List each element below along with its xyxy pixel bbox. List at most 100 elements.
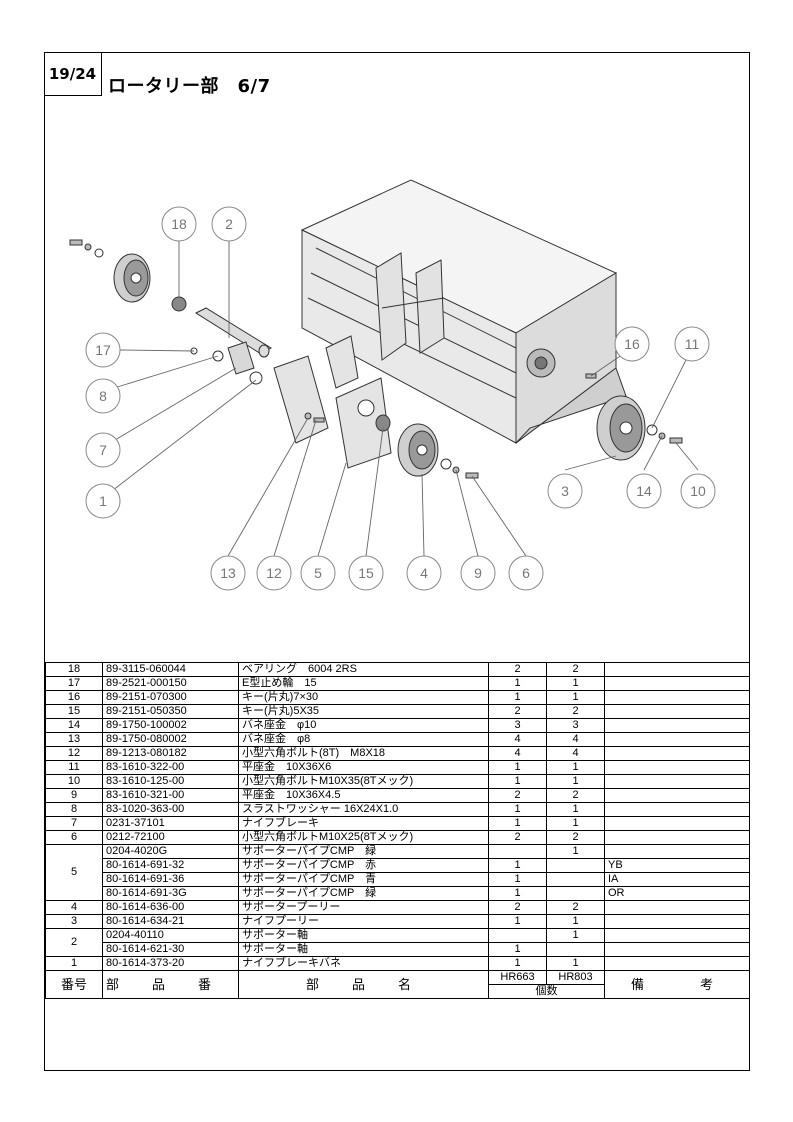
- table-header-row: 個数: [46, 984, 750, 999]
- part-number: 83-1020-363-00: [102, 802, 239, 817]
- callout-17: 17: [85, 332, 121, 368]
- header-remarks: 備 考: [604, 970, 750, 999]
- svg-text:7: 7: [99, 442, 107, 458]
- remarks: [604, 732, 750, 747]
- qty-hr663: 4: [488, 746, 547, 761]
- qty-hr663: 1: [488, 816, 547, 831]
- qty-hr803: [546, 872, 605, 887]
- mounting-bracket: [375, 252, 445, 361]
- support-pulley: [375, 414, 439, 477]
- qty-hr803: 3: [546, 718, 605, 733]
- callout-18: 18: [161, 206, 197, 242]
- callout-6: 6: [508, 555, 544, 591]
- remarks: [604, 676, 750, 691]
- remarks: [604, 760, 750, 775]
- part-name: 小型六角ボルト(8T) M8X18: [238, 746, 489, 761]
- qty-hr803: 1: [546, 844, 605, 859]
- part-number: 89-2151-050350: [102, 704, 239, 719]
- part-number: 80-1614-621-30: [102, 942, 239, 957]
- part-number: 80-1614-691-36: [102, 872, 239, 887]
- callout-3: 3: [547, 473, 583, 509]
- svg-text:17: 17: [95, 342, 111, 358]
- remarks: [604, 774, 750, 789]
- callout-1: 1: [85, 483, 121, 519]
- page-frame: [44, 52, 750, 1071]
- qty-hr663: 1: [488, 886, 547, 901]
- callout-10: 10: [680, 473, 716, 509]
- part-name: ナイフプーリー: [238, 914, 489, 929]
- part-name: ナイフブレーキ: [238, 816, 489, 831]
- item-number: 5: [45, 844, 103, 901]
- qty-hr803: 2: [546, 788, 605, 803]
- callout-9: 9: [460, 555, 496, 591]
- callout-5: 5: [300, 555, 336, 591]
- item-number: 7: [45, 816, 103, 831]
- part-name: サポーターパイプCMP 赤: [238, 858, 489, 873]
- page-title: ロータリー部 6/7: [108, 76, 271, 97]
- part-name: サポーターパイプCMP 青: [238, 872, 489, 887]
- right-pulley: [585, 373, 646, 461]
- part-number: 0212-72100: [102, 830, 239, 845]
- qty-hr803: 1: [546, 760, 605, 775]
- rotary-housing: [300, 179, 627, 444]
- callout-7: 7: [85, 432, 121, 468]
- qty-hr803: 2: [546, 900, 605, 915]
- remarks: [604, 662, 750, 677]
- svg-text:10: 10: [690, 483, 706, 499]
- remarks: [604, 690, 750, 705]
- qty-hr663: 1: [488, 858, 547, 873]
- item-number: 2: [45, 928, 103, 957]
- qty-hr803: 2: [546, 662, 605, 677]
- header-model-hr803: HR803: [546, 970, 605, 985]
- part-name: スラストワッシャー 16X24X1.0: [238, 802, 489, 817]
- item-number: 17: [45, 676, 103, 691]
- callout-2: 2: [211, 206, 247, 242]
- svg-text:1: 1: [99, 493, 107, 509]
- part-name: キー(片丸)5X35: [238, 704, 489, 719]
- item-number: 1: [45, 956, 103, 971]
- svg-text:13: 13: [220, 565, 236, 581]
- part-number: 83-1610-321-00: [102, 788, 239, 803]
- remarks: [604, 942, 750, 957]
- part-number: 89-1750-100002: [102, 718, 239, 733]
- part-name: ナイフブレーキバネ: [238, 956, 489, 971]
- qty-hr663: 2: [488, 662, 547, 677]
- part-name: E型止め輪 15: [238, 676, 489, 691]
- part-number: 89-3115-060044: [102, 662, 239, 677]
- part-number: 89-1750-080002: [102, 732, 239, 747]
- qty-hr663: 1: [488, 872, 547, 887]
- part-number: 89-1213-080182: [102, 746, 239, 761]
- qty-hr663: [488, 844, 547, 859]
- remarks: [604, 704, 750, 719]
- qty-hr803: 1: [546, 690, 605, 705]
- center-bolt-stack: [304, 412, 479, 479]
- header-model-hr663: HR663: [488, 970, 547, 985]
- remarks: [604, 900, 750, 915]
- item-number: 8: [45, 802, 103, 817]
- qty-hr803: [546, 942, 605, 957]
- part-number: 80-1614-634-21: [102, 914, 239, 929]
- part-name: 平座金 10X36X6: [238, 760, 489, 775]
- item-number: 11: [45, 760, 103, 775]
- item-number: 14: [45, 718, 103, 733]
- svg-text:6: 6: [522, 565, 530, 581]
- remarks: [604, 802, 750, 817]
- header-part-number: 部 品 番 号: [102, 970, 239, 999]
- part-number: 0204-40110: [102, 928, 239, 943]
- part-name: 小型六角ボルトM10X35(8Tメック): [238, 774, 489, 789]
- qty-hr663: 1: [488, 802, 547, 817]
- part-name: サポータープーリー: [238, 900, 489, 915]
- qty-hr663: 2: [488, 900, 547, 915]
- part-number: 80-1614-373-20: [102, 956, 239, 971]
- qty-hr663: 4: [488, 732, 547, 747]
